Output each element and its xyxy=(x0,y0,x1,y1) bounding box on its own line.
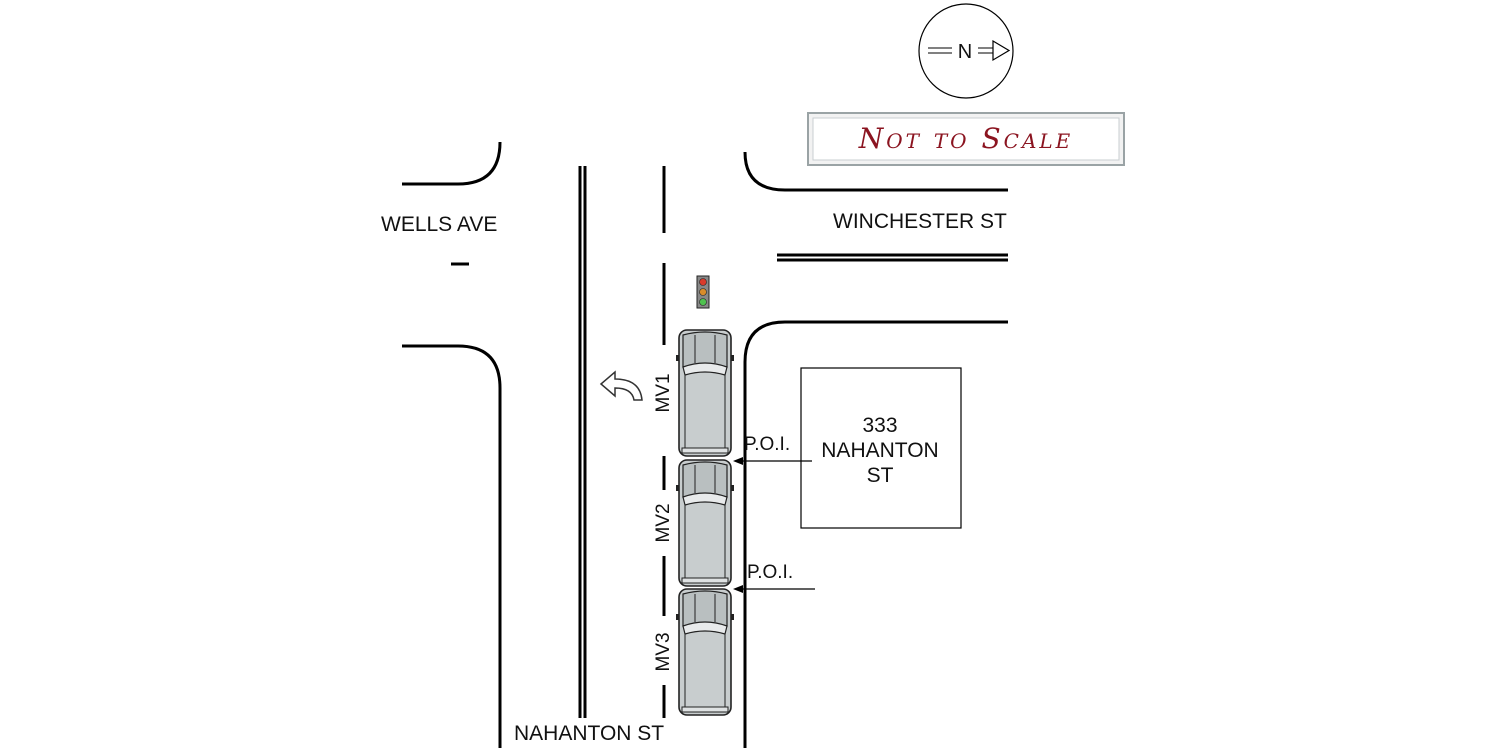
winchester-south-curb xyxy=(743,320,1008,748)
poi-arrowhead-icon xyxy=(733,457,743,465)
wells-south-curb xyxy=(402,344,502,748)
scale-note-text: Not to Scale xyxy=(858,122,1074,155)
vehicle-labels: MV1 MV2 MV3 xyxy=(648,360,676,685)
left-turn-arrow-icon xyxy=(599,370,643,401)
wells-north-curb xyxy=(402,141,502,186)
street-label-nahanton-st: NAHANTON ST xyxy=(514,722,664,745)
building-label-line3: ST xyxy=(867,464,894,487)
vehicle-label-mv2: MV2 xyxy=(653,503,674,542)
poi-2: P.O.I. xyxy=(733,562,815,593)
poi-arrowhead-icon xyxy=(733,585,743,593)
vehicle-mv1-icon xyxy=(675,329,735,457)
north-label: N xyxy=(958,41,972,63)
building-label-line1: 333 xyxy=(862,414,897,437)
street-label-wells-ave: WELLS AVE xyxy=(381,213,497,236)
traffic-signal-icon xyxy=(696,275,710,309)
north-arrow-icon: N xyxy=(918,3,1014,99)
vehicle-label-mv3: MV3 xyxy=(653,632,674,671)
poi-1: P.O.I. xyxy=(733,434,812,465)
scale-note: Not to Scale xyxy=(807,112,1125,166)
vehicle-mv2-icon xyxy=(675,459,735,587)
street-label-winchester-st: WINCHESTER ST xyxy=(833,210,1007,233)
building-label-line2: NAHANTON xyxy=(821,439,938,462)
building-333-nahanton xyxy=(800,367,962,529)
winchester-north-curb xyxy=(743,151,1008,192)
vehicle-mv3-icon xyxy=(675,588,735,716)
poi-label-2: P.O.I. xyxy=(747,562,793,583)
vehicle-label-mv1: MV1 xyxy=(653,373,674,412)
poi-label-1: P.O.I. xyxy=(744,434,790,455)
